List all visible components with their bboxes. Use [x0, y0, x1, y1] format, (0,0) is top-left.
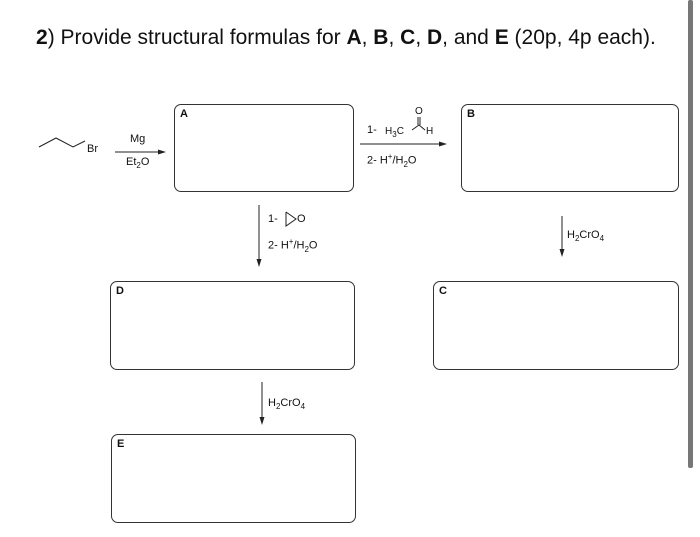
et: Et — [126, 156, 137, 168]
sub: 4 — [599, 234, 605, 244]
q-text: ) Provide structural formulas for — [47, 26, 347, 49]
arrow-down-icon — [259, 417, 265, 425]
box-label: E — [117, 438, 125, 450]
q-points: (20p, 4p each). — [508, 26, 656, 49]
sub: 4 — [300, 402, 306, 412]
bromine-label: Br — [87, 143, 98, 155]
q-B: B — [373, 26, 389, 49]
sub: 2 — [403, 159, 408, 169]
q-sep: , — [415, 26, 427, 49]
answer-box-d[interactable]: D — [110, 281, 355, 370]
sub: 2 — [574, 234, 580, 244]
t: 2- H — [268, 239, 289, 252]
sup: + — [387, 152, 393, 161]
h: H — [385, 126, 393, 137]
t: H — [567, 229, 575, 241]
acetaldehyde-h3c: H3C — [385, 126, 404, 139]
reagent-ether: Et2O — [126, 156, 149, 170]
scrollbar[interactable] — [688, 0, 693, 468]
q-E: E — [494, 26, 509, 49]
t: /H — [392, 154, 404, 167]
arrow-right-icon — [158, 149, 166, 155]
sub: 2 — [304, 244, 309, 254]
q-sep: , — [388, 26, 401, 49]
box-label: D — [116, 285, 124, 297]
answer-box-c[interactable]: C — [433, 281, 679, 370]
answer-box-b[interactable]: B — [461, 104, 679, 192]
reagent-chromic-acid: H2CrO4 — [268, 397, 305, 411]
epoxide-icon — [285, 211, 297, 227]
answer-box-a[interactable]: A — [174, 104, 354, 192]
answer-box-e[interactable]: E — [111, 434, 356, 523]
acetaldehyde-o: O — [415, 106, 423, 117]
t: CrO — [579, 229, 600, 241]
step-number: 1- — [268, 213, 278, 225]
step-number: 1- — [367, 124, 377, 136]
question-text: 2) Provide structural formulas for A, B,… — [36, 25, 656, 51]
box-label: C — [439, 285, 447, 297]
q-C: C — [400, 26, 416, 49]
arrow-down-icon — [256, 259, 262, 267]
reagent-acid-workup: 2- H+/H2O — [268, 237, 317, 254]
box-label: B — [467, 108, 475, 120]
q-sep: , and — [442, 26, 495, 49]
o: O — [140, 156, 150, 168]
box-label: A — [180, 108, 188, 120]
q-sep: , — [361, 26, 374, 49]
question-number: 2 — [36, 26, 48, 49]
t: 2- H — [367, 154, 388, 167]
sub: 3 — [392, 130, 397, 139]
t: CrO — [280, 397, 301, 409]
t: H — [268, 397, 276, 409]
epoxide-o: O — [297, 213, 306, 225]
reagent-acid-workup: 2- H+/H2O — [367, 152, 416, 169]
sub: 2 — [136, 161, 141, 171]
q-A: A — [346, 26, 362, 49]
q-D: D — [426, 26, 443, 49]
arrow-right-icon — [439, 141, 447, 147]
t: O — [407, 154, 417, 167]
t: /H — [293, 239, 305, 252]
c: C — [396, 126, 404, 137]
t: O — [308, 239, 318, 252]
sup: + — [288, 237, 294, 246]
reagent-mg: Mg — [130, 133, 146, 145]
arrow-down-icon — [559, 249, 565, 257]
propyl-chain-icon — [38, 137, 86, 148]
acetaldehyde-h: H — [426, 126, 434, 137]
reagent-chromic-acid: H2CrO4 — [567, 229, 604, 243]
sub: 2 — [275, 402, 281, 412]
